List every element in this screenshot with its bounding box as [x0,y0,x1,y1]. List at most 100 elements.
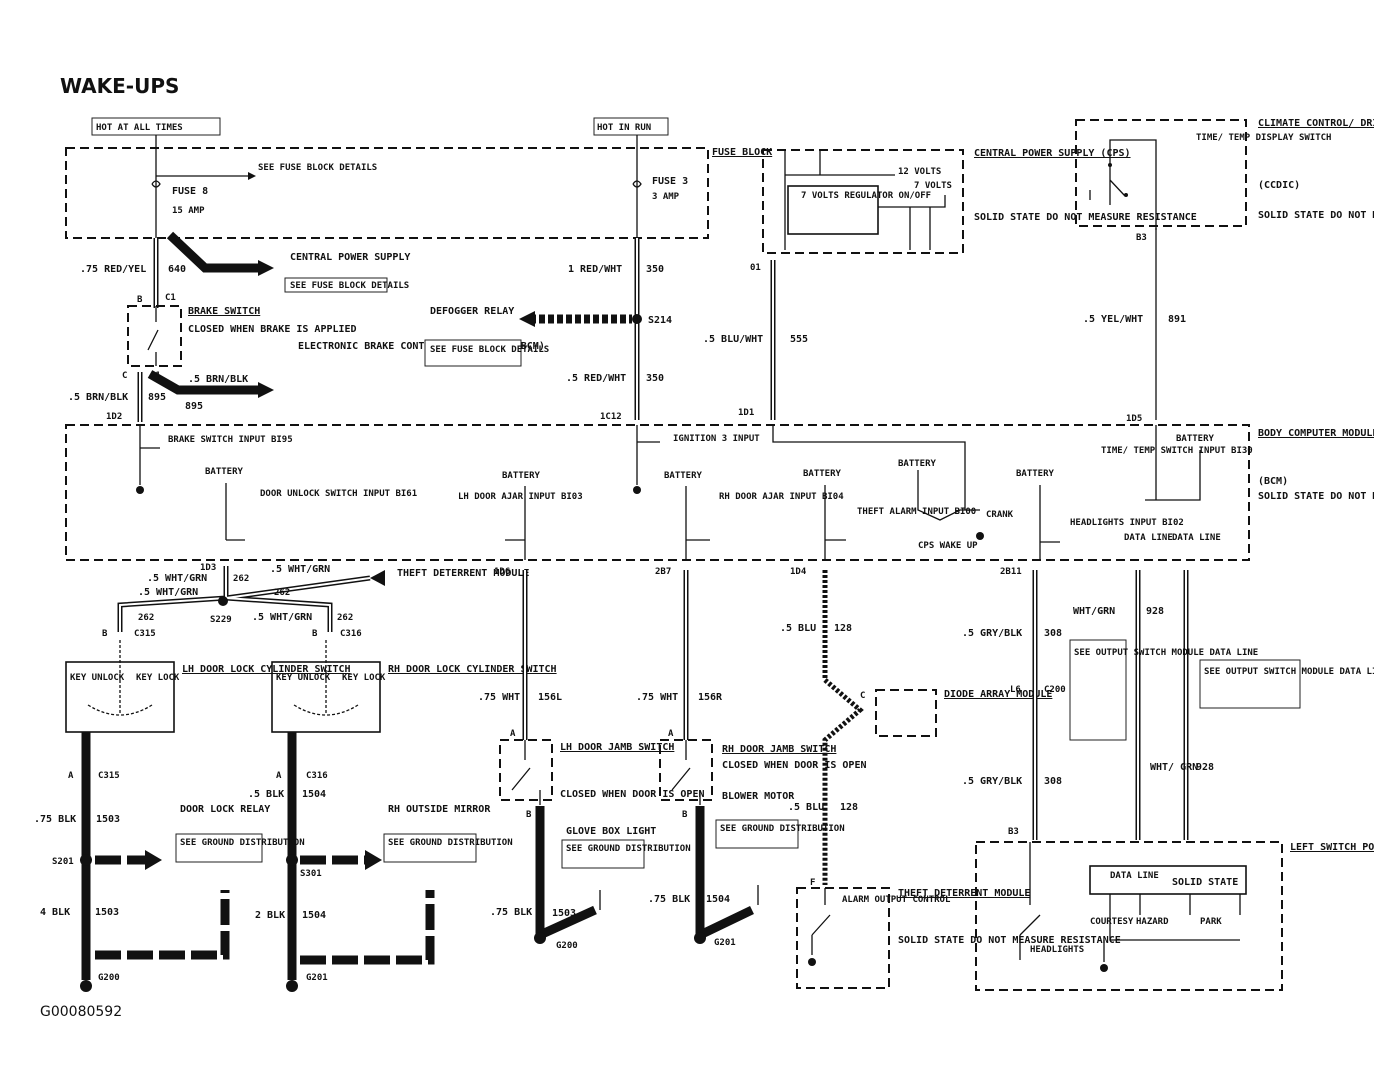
splice-s214-label: S214 [648,315,672,326]
wire-2-circuit: 350 [646,264,664,275]
bcm-title: BODY COMPUTER MODULE [1258,428,1374,439]
rh-key-lock: KEY LOCK [342,673,386,683]
glove-box-callout: GLOVE BOX LIGHT [566,826,656,837]
fuse-block-label: FUSE BLOCK [712,147,772,158]
circuit-128-b: 128 [840,802,858,813]
ground-g201-left-icon [286,980,298,992]
ground-g200-left-icon [80,980,92,992]
circuit-262-b: 262 [274,588,290,598]
wht-75-rh: .75 WHT [636,692,678,703]
hot-at-all-times-label: HOT AT ALL TIMES [91,117,221,136]
see-output-callout-left: SEE OUTPUT SWITCH MODULE DATA LINE [1074,648,1258,658]
conn-c316-bottom: C316 [306,771,328,781]
circuit-1504-a: 1504 [302,789,326,800]
ccdic-module [1075,119,1247,227]
ground-g200-label-1: G200 [98,973,120,983]
bcm-brake-input: BRAKE SWITCH INPUT BI95 [168,435,293,445]
cps-desc: SOLID STATE DO NOT MEASURE RESISTANCE [974,212,1197,223]
see-ground-callout-4: SEE GROUND DISTRIBUTION [720,824,845,834]
circuit-156r: 156R [698,692,723,703]
lh-jamb-desc: CLOSED WHEN DOOR IS OPEN [560,789,705,800]
brake-switch-desc: CLOSED WHEN BRAKE IS APPLIED [188,324,357,335]
bcm-ignition-input: IGNITION 3 INPUT [673,434,760,444]
ccdic-switch: TIME/ TEMP DISPLAY SWITCH [1196,133,1331,143]
splice-s229-label: S229 [210,615,232,625]
wire-2-gauge: 1 RED/WHT [568,264,622,275]
pod-headlights: HEADLIGHTS [1030,945,1084,955]
wire-6-circuit: 895 [148,392,166,403]
see-ground-callout-3: SEE GROUND DISTRIBUTION [566,844,691,854]
hot-in-run-label: HOT IN RUN [593,117,669,136]
fuse-block-see-details: SEE FUSE BLOCK DETAILS [258,163,377,173]
svg-text:HOT AT ALL TIMES: HOT AT ALL TIMES [96,123,183,133]
bcm-headlights-input: HEADLIGHTS INPUT BI02 [1070,518,1184,528]
svg-text:HOT IN RUN: HOT IN RUN [597,123,651,133]
cps-title: CENTRAL POWER SUPPLY (CPS) [974,148,1131,159]
conn-c200: C200 [1044,685,1066,695]
rh-mirror-callout: RH OUTSIDE MIRROR [388,804,491,815]
defogger-see-callout: SEE FUSE BLOCK DETAILS [430,345,549,355]
wire-5-gauge: .5 RED/WHT [566,373,626,384]
bcm-battery-1: BATTERY [205,467,244,477]
bcm-time-temp: TIME/ TEMP SWITCH INPUT BI30 [1101,446,1253,456]
rh-key-unlock: KEY UNLOCK [276,673,331,683]
brake-switch [127,305,182,367]
circuit-262-d: 262 [337,613,353,623]
conn-pin-b-lh-jamb: B [526,810,532,820]
blk-75-lh-jamb: .75 BLK [490,907,532,918]
wire-1-circuit: 640 [168,264,186,275]
circuit-128-a: 128 [834,623,852,634]
cps-see-callout: SEE FUSE BLOCK DETAILS [290,281,409,291]
see-output-callout-right: SEE OUTPUT SWITCH MODULE DATA LINE [1204,667,1374,677]
ebcm-wire [147,370,262,395]
bcm-battery-2: BATTERY [502,471,541,481]
wire-1-gauge: .75 RED/YEL [80,264,146,275]
wire-6-gauge: .5 BRN/BLK [68,392,128,403]
wire-7-circuit: 895 [185,401,203,412]
splice-s301 [286,854,298,866]
wht-grn-label-4: .5 WHT/GRN [252,612,312,623]
wht-grn-label-2: .5 WHT/GRN [138,587,198,598]
fuse-8-name: FUSE 8 [172,186,208,197]
bcm-pin-1d4: 1D4 [790,567,807,577]
ground-g201-label-2: G201 [714,938,736,948]
wire-4-circuit: 891 [1168,314,1186,325]
lh-key-lock: KEY LOCK [136,673,180,683]
conn-c315-bottom: C315 [98,771,120,781]
pod-courtesy: COURTESY [1090,917,1134,927]
blu-label-1: .5 BLU [780,623,816,634]
wire-7-gauge: .5 BRN/BLK [188,374,248,385]
bcm-theft-input: THEFT ALARM INPUT BI00 [857,507,976,517]
circuit-262-c: 262 [138,613,154,623]
theft-module-desc: SOLID STATE DO NOT MEASURE RESISTANCE [898,935,1121,946]
pod-data-line: DATA LINE [1110,871,1159,881]
splice-s214 [632,314,642,324]
bcm-pin-2b7: 2B7 [655,567,671,577]
fuse-8-rating: 15 AMP [172,206,205,216]
bcm-pin-1d2: 1D2 [106,412,122,422]
bcm-door-unlock: DOOR UNLOCK SWITCH INPUT BI61 [260,489,417,499]
theft-module-title: THEFT DETERRENT MODULE [898,888,1030,899]
ground-g201-mid-icon [694,932,706,944]
brake-pin-b: B [137,295,143,305]
wht-grn-label-3: .5 WHT/GRN [270,564,330,575]
central-power-supply-module [762,149,964,254]
ccdic-title: CLIMATE CONTROL/ DRIVER INFORMATION CENT… [1258,118,1374,129]
conn-pin-a-rh: A [276,771,282,781]
bcm-crank: CRANK [986,510,1014,520]
diode-array-module [875,689,937,737]
brake-conn-top: C1 [165,293,176,303]
conn-pin-a-lh-jamb: A [510,729,516,739]
fuse-3-icon [632,180,642,188]
ccdic-abbr: (CCDIC) [1258,180,1300,191]
pod-park: PARK [1200,917,1222,927]
circuit-1503-a: 1503 [96,814,120,825]
see-ground-callout-2: SEE GROUND DISTRIBUTION [388,838,513,848]
blk-5-rh: .5 BLK [248,789,284,800]
conn-pin-a-rh-jamb: A [668,729,674,739]
bcm-pin-1d1: 1D1 [738,408,754,418]
bcm-battery-6: BATTERY [1016,469,1055,479]
circuit-1504-c: 1504 [706,894,730,905]
left-switch-pod [975,841,1283,991]
bcm-desc: SOLID STATE DO NOT MEASURE RESISTANCE [1258,491,1374,502]
